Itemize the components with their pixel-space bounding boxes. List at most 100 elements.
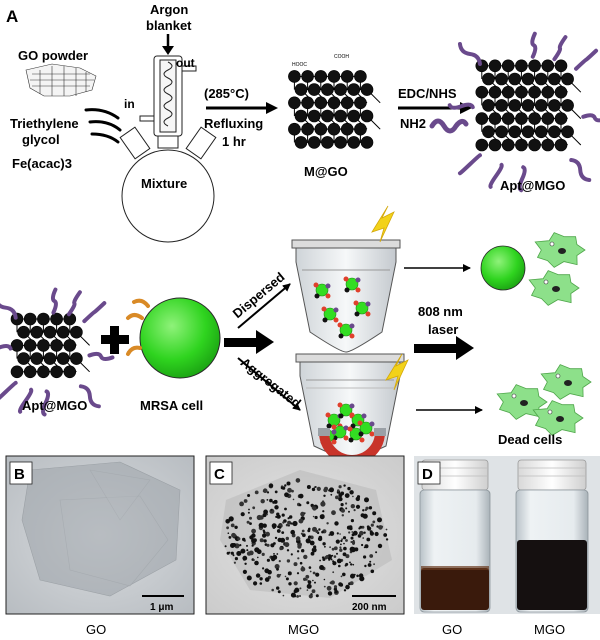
nanoparticle-dot <box>340 543 342 546</box>
nanoparticle-dot <box>233 561 236 564</box>
nanoparticle-dot <box>353 509 356 512</box>
nanoparticle-dot <box>293 589 298 594</box>
nanoparticle-dot <box>265 531 270 537</box>
particle-dot <box>347 426 353 432</box>
nh2-label: NH2 <box>400 116 426 131</box>
particle-dot <box>314 293 320 299</box>
lattice-node <box>30 325 44 339</box>
nanoparticle-dot <box>234 525 238 529</box>
nanoparticle-dot <box>253 538 257 543</box>
nanoparticle-dot <box>264 577 270 582</box>
nanoparticle-dot <box>324 486 328 491</box>
nanoparticle-dot <box>276 529 281 533</box>
particle-dot <box>355 287 361 293</box>
nanoparticle-dot <box>329 546 331 549</box>
nanoparticle-dot <box>313 545 317 549</box>
nanoparticle-dot <box>240 548 246 554</box>
nanoparticle-dot <box>350 519 354 523</box>
lattice-node <box>340 122 354 136</box>
nanoparticle-dot <box>276 512 280 516</box>
nanoparticle-dot <box>292 498 295 501</box>
lattice-node <box>294 136 308 149</box>
mrsa-label: MRSA cell <box>140 398 203 413</box>
particle-dot <box>349 323 355 329</box>
nanoparticle-dot <box>361 525 365 529</box>
lattice-node <box>301 70 314 83</box>
apt-mgo-label-2: Apt@MGO <box>22 398 87 413</box>
nanoparticle-dot <box>323 494 326 497</box>
nanoparticle-dot <box>290 529 296 535</box>
particle-dot <box>331 424 337 430</box>
nanoparticle-dot <box>320 501 326 507</box>
particle-dot <box>331 429 337 435</box>
apt-mgo-lattice-icon <box>447 31 600 193</box>
edc-nhs-label: EDC/NHS <box>398 86 457 101</box>
lattice-node <box>501 85 515 99</box>
nanoparticle-dot <box>268 483 274 488</box>
aptamer-strand-icon <box>429 118 469 134</box>
nanoparticle-dot <box>339 548 343 552</box>
nanoparticle-dot <box>232 554 235 557</box>
lattice-node <box>495 99 508 112</box>
nanoparticle-dot <box>306 501 310 505</box>
nanoparticle-dot <box>335 495 339 500</box>
aptamer-strand <box>569 158 592 183</box>
nanoparticle-dot <box>337 489 340 492</box>
lattice-node <box>56 325 70 339</box>
nanoparticle-dot <box>367 526 372 531</box>
nanoparticle-dot <box>278 515 281 518</box>
nanoparticle-dot <box>233 534 236 538</box>
nanoparticle-dot <box>266 558 270 562</box>
nanoparticle-dot <box>385 528 388 531</box>
lattice-node <box>561 125 574 139</box>
nanoparticle-dot <box>345 562 349 566</box>
nanoparticle-dot <box>286 481 291 486</box>
nanoparticle-dot <box>311 547 317 553</box>
nanoparticle-dot <box>279 546 283 551</box>
aptamer-strand <box>41 389 51 417</box>
lattice-node <box>307 83 321 96</box>
aptamer-strand <box>517 165 527 193</box>
argon-label: Argon <box>150 2 188 17</box>
glycol-label: glycol <box>22 132 60 147</box>
lattice-node <box>314 122 328 136</box>
nanoparticle-dot <box>298 493 304 499</box>
nanoparticle-dot <box>326 522 329 525</box>
lattice-node <box>321 109 334 123</box>
lattice-node <box>37 312 50 326</box>
nanoparticle-dot <box>370 569 375 574</box>
nanoparticle-dot <box>361 543 364 547</box>
nanoparticle-dot <box>240 512 245 517</box>
nanoparticle-dot <box>311 506 315 510</box>
lattice-node <box>354 96 367 110</box>
hooc-label: HOOC <box>292 62 307 68</box>
lattice-node <box>554 85 568 99</box>
nanoparticle-dot <box>308 566 312 569</box>
nanoparticle-dot <box>334 590 338 594</box>
nanoparticle-dot <box>369 554 374 558</box>
nanoparticle-dot <box>318 528 321 531</box>
lattice-node <box>541 59 555 73</box>
nanoparticle-dot <box>343 542 345 545</box>
nanoparticle-dot <box>359 576 365 582</box>
tem-mgo-image <box>205 455 405 615</box>
nanoparticle-dot <box>338 493 343 498</box>
lattice-node <box>541 112 555 125</box>
nanoparticle-dot <box>343 546 347 551</box>
panel-b-badge <box>9 461 33 485</box>
nanoparticle-dot <box>292 520 298 527</box>
lattice-node <box>534 72 548 86</box>
magnet-pole-left <box>318 428 330 436</box>
lattice-node <box>495 125 508 139</box>
lattice-node <box>23 365 37 379</box>
bacteria-dot <box>355 301 369 315</box>
nanoparticle-dot <box>293 562 298 567</box>
nanoparticle-dot <box>293 595 297 598</box>
nanoparticle-dot <box>349 490 354 495</box>
lattice-node <box>508 72 522 86</box>
nanoparticle-dot <box>311 487 316 492</box>
nanoparticle-dot <box>369 560 372 563</box>
nanoparticle-dot <box>228 551 231 554</box>
nanoparticle-dot <box>296 550 300 553</box>
nanoparticle-dot <box>299 595 301 597</box>
